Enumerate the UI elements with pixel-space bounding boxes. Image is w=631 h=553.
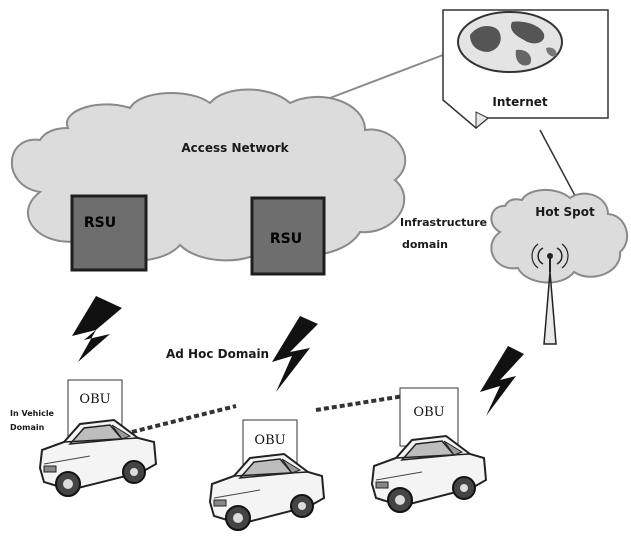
wireless-link-icon	[272, 316, 318, 392]
obu-label-3: OBU	[413, 405, 444, 420]
antenna-tower-icon	[531, 243, 569, 345]
access-to-internet-link	[329, 54, 444, 99]
car-icon	[208, 452, 326, 531]
v2v-link-1	[131, 404, 237, 434]
globe-icon	[457, 11, 563, 73]
obu-box-3	[399, 387, 459, 447]
internet-to-hotspot-link	[539, 129, 581, 206]
rsu-box-1	[70, 194, 148, 272]
wireless-link-icon	[72, 296, 122, 362]
internet-node	[442, 9, 609, 130]
rsu-label-1: RSU	[84, 215, 116, 231]
rsu-box-2	[250, 196, 326, 276]
infrastructure-domain-label-line2: domain	[402, 238, 448, 251]
obu-label-1: OBU	[79, 392, 110, 407]
car-icon	[370, 434, 488, 513]
hot-spot-label: Hot Spot	[535, 205, 595, 219]
hot-spot-cloud	[490, 189, 629, 284]
obu-label-2: OBU	[254, 433, 285, 448]
rsu-label-2: RSU	[270, 231, 302, 247]
infrastructure-domain-label-line1: Infrastructure	[400, 216, 487, 229]
v2v-link-2	[315, 394, 405, 412]
access-network-label: Access Network	[181, 141, 289, 155]
in-vehicle-domain-label-line1: In Vehicle	[10, 409, 55, 418]
wireless-link-icon	[480, 346, 524, 416]
ad-hoc-domain-label: Ad Hoc Domain	[166, 347, 269, 361]
car-icon	[38, 418, 158, 497]
in-vehicle-domain-label-line2: Domain	[10, 423, 45, 432]
internet-label: Internet	[492, 95, 547, 109]
